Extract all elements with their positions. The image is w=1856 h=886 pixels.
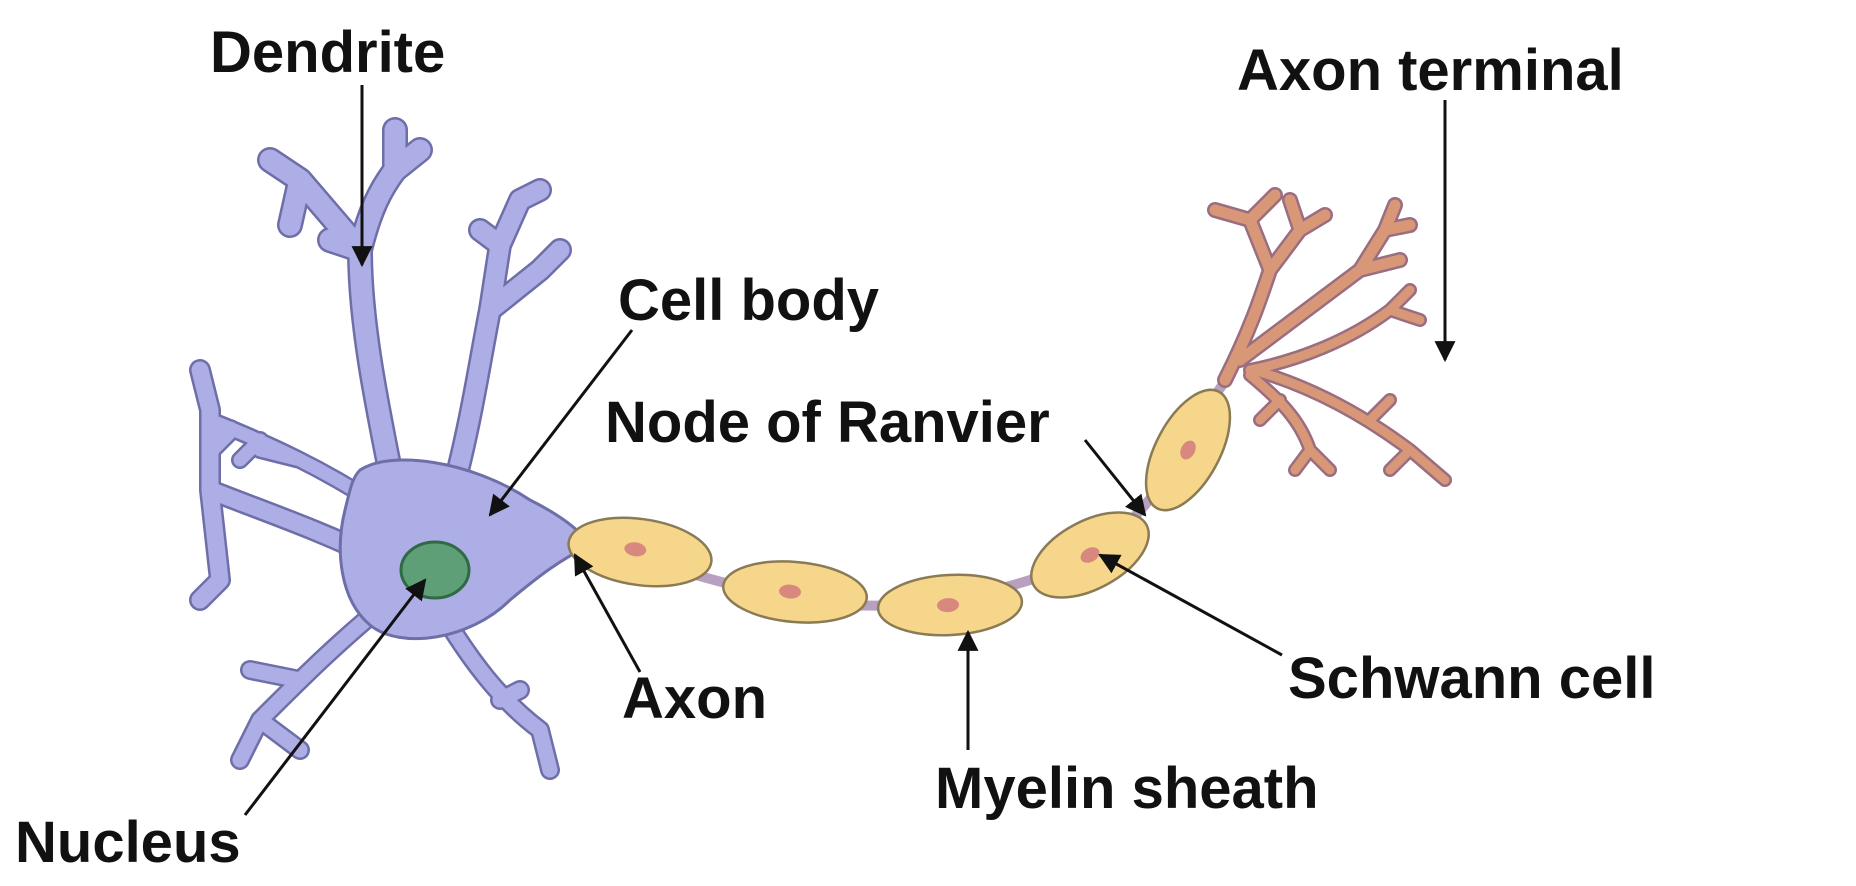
label-cell-body: Cell body: [618, 268, 879, 333]
myelin-segment: [1144, 388, 1232, 512]
myelin-segment: [876, 573, 1024, 637]
myelin-segment: [1030, 511, 1150, 599]
leader-node-of-ranvier: [1083, 439, 1147, 517]
label-node-of-ranvier: Node of Ranvier: [605, 390, 1050, 455]
leader-lines: [243, 85, 1456, 816]
label-schwann-cell: Schwann cell: [1288, 646, 1655, 711]
leader-cell-body: [488, 329, 634, 517]
leader-nucleus: [243, 578, 427, 816]
label-nucleus: Nucleus: [15, 810, 241, 875]
dendrites: [189, 117, 572, 780]
label-axon: Axon: [622, 666, 767, 731]
label-axon-terminal: Axon terminal: [1237, 38, 1624, 103]
myelin-segment: [721, 560, 869, 624]
leader-schwann-cell: [1098, 553, 1283, 657]
cell-body-shape: [338, 458, 593, 641]
axon-terminal-branches: [1207, 187, 1452, 487]
leader-axon: [573, 553, 642, 673]
nucleus-shape: [399, 540, 471, 600]
label-myelin-sheath: Myelin sheath: [935, 756, 1319, 821]
myelin-segment: [567, 516, 713, 588]
labels: Dendrite Axon terminal Cell body Node of…: [15, 20, 1655, 875]
myelin-segments: [567, 388, 1232, 637]
label-dendrite: Dendrite: [210, 20, 445, 85]
